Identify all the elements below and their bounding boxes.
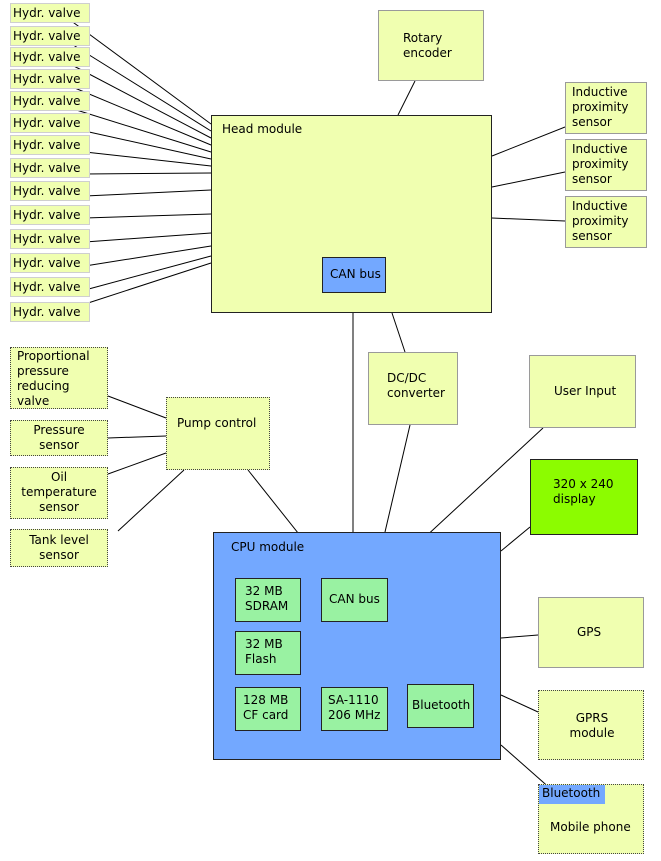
- oil-temperature-sensor-box: Oil temperature sensor: [10, 467, 108, 519]
- hydraulic-valve: Hydr. valve: [10, 3, 90, 23]
- cpu-can-bus-label: CAN bus: [329, 592, 380, 606]
- tank-level-sensor-box: Tank level sensor: [10, 529, 108, 567]
- sa1110-box: SA-1110 206 MHz: [321, 687, 388, 731]
- flash-box: 32 MB Flash: [235, 631, 301, 675]
- dcdc-converter-box: DC/DC converter: [368, 352, 458, 425]
- hydraulic-valve: Hydr. valve: [10, 277, 90, 297]
- hydraulic-valve: Hydr. valve: [10, 26, 90, 46]
- pump-control-label: Pump control: [177, 416, 257, 430]
- rotary-encoder-box: Rotary encoder: [378, 10, 484, 81]
- gps-label: GPS: [577, 625, 602, 639]
- sdram-box: 32 MB SDRAM: [235, 578, 301, 622]
- hydraulic-valve: Hydr. valve: [10, 135, 90, 155]
- cf-card-box: 128 MB CF card: [235, 687, 301, 731]
- proportional-valve-label: Proportional pressure reducing valve: [17, 349, 90, 408]
- head-module-box: Head module CAN bus: [211, 115, 492, 313]
- cf-card-label: 128 MB CF card: [243, 693, 289, 722]
- hydraulic-valve: Hydr. valve: [10, 69, 90, 89]
- mobile-phone-box: Bluetooth Mobile phone: [538, 784, 644, 854]
- hydraulic-valve: Hydr. valve: [10, 91, 90, 111]
- gprs-module-box: GPRS module: [538, 690, 644, 760]
- bluetooth-label: Bluetooth: [412, 698, 471, 712]
- gprs-module-label: GPRS module: [569, 711, 615, 740]
- phone-bluetooth-label: Bluetooth: [542, 786, 601, 800]
- sdram-label: 32 MB SDRAM: [245, 584, 289, 613]
- inductive-sensor-box: Inductive proximity sensor: [565, 196, 647, 248]
- bluetooth-box: Bluetooth: [407, 684, 474, 728]
- hydraulic-valve: Hydr. valve: [10, 229, 90, 249]
- flash-label: 32 MB Flash: [245, 637, 283, 666]
- hydraulic-valve: Hydr. valve: [10, 181, 90, 201]
- user-input-box: User Input: [529, 355, 636, 428]
- cpu-can-bus-box: CAN bus: [321, 578, 388, 622]
- pressure-sensor-box: Pressure sensor: [10, 420, 108, 456]
- hydraulic-valve: Hydr. valve: [10, 302, 90, 322]
- head-module-label: Head module: [222, 122, 303, 136]
- inductive-sensor-label: Inductive proximity sensor: [572, 85, 629, 129]
- hydraulic-valve: Hydr. valve: [10, 158, 90, 178]
- tank-level-sensor-label: Tank level sensor: [29, 533, 89, 562]
- hydraulic-valve: Hydr. valve: [10, 113, 90, 133]
- cpu-module-box: CPU module 32 MB SDRAM 32 MB Flash 128 M…: [213, 532, 501, 760]
- rotary-encoder-label: Rotary encoder: [403, 31, 452, 60]
- inductive-sensor-label: Inductive proximity sensor: [572, 142, 629, 186]
- inductive-sensor-box: Inductive proximity sensor: [565, 139, 647, 191]
- oil-temperature-sensor-label: Oil temperature sensor: [21, 470, 97, 514]
- pump-control-box: Pump control: [166, 397, 270, 470]
- head-can-bus-box: CAN bus: [322, 257, 386, 293]
- mobile-phone-label: Mobile phone: [550, 820, 631, 834]
- user-input-label: User Input: [554, 384, 617, 398]
- hydraulic-valve: Hydr. valve: [10, 47, 90, 67]
- display-box: 320 x 240 display: [530, 459, 638, 535]
- phone-bluetooth-box: Bluetooth: [539, 785, 605, 804]
- cpu-module-label: CPU module: [231, 540, 305, 554]
- inductive-sensor-label: Inductive proximity sensor: [572, 199, 629, 243]
- gps-box: GPS: [538, 597, 644, 668]
- inductive-sensor-box: Inductive proximity sensor: [565, 82, 647, 134]
- pressure-sensor-label: Pressure sensor: [33, 423, 85, 452]
- sa1110-label: SA-1110 206 MHz: [328, 693, 381, 722]
- hydraulic-valve: Hydr. valve: [10, 205, 90, 225]
- proportional-valve-box: Proportional pressure reducing valve: [10, 347, 108, 409]
- display-label: 320 x 240 display: [553, 477, 614, 506]
- dcdc-converter-label: DC/DC converter: [387, 371, 445, 400]
- head-can-bus-label: CAN bus: [330, 267, 381, 281]
- hydraulic-valve: Hydr. valve: [10, 253, 90, 273]
